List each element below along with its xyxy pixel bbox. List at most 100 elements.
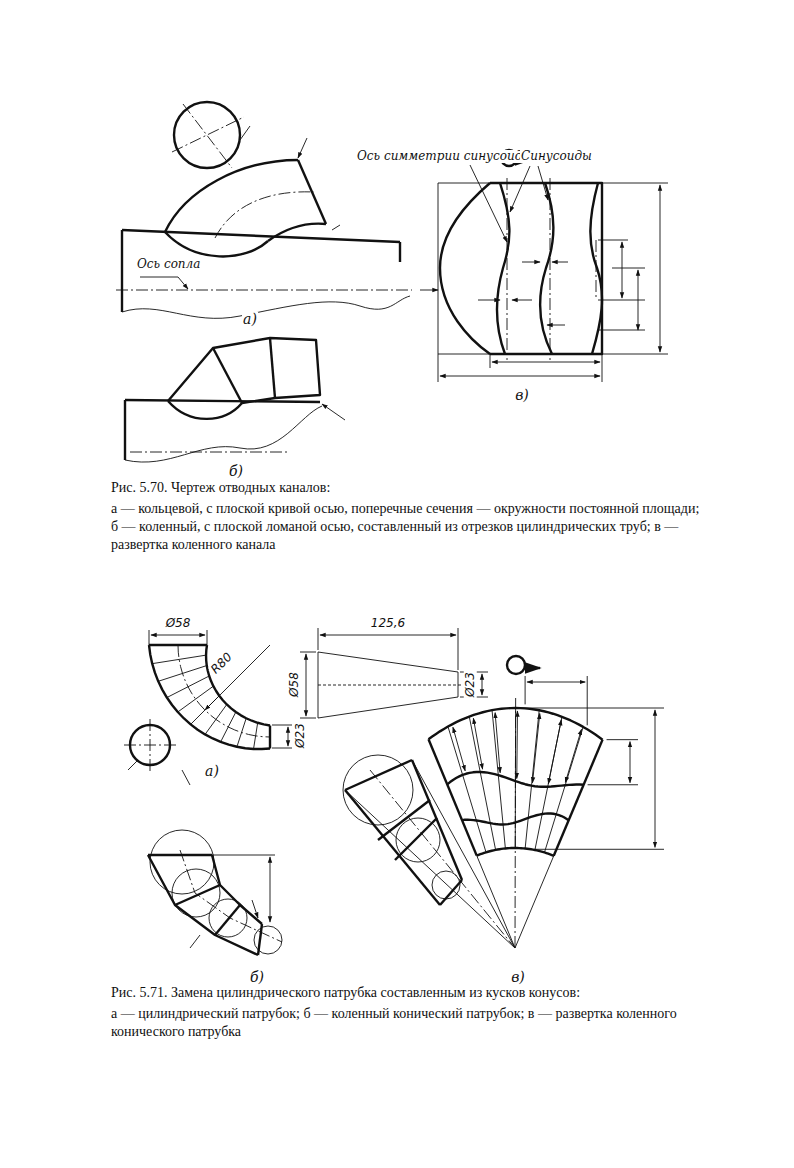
drawing-line — [124, 400, 126, 460]
drawing-line — [492, 362, 600, 363]
figure-letter: а) — [242, 312, 258, 327]
circle-outline — [174, 102, 240, 168]
drawing-line — [370, 770, 515, 948]
drawing-line — [212, 855, 262, 924]
dimension: 125,6 — [370, 617, 406, 630]
drawing-line — [180, 850, 282, 942]
drawing-line — [440, 376, 600, 377]
drawing-line — [322, 404, 345, 420]
drawing-line — [130, 452, 290, 453]
caption-text: а — кольцевой, с плоской кривой осью, по… — [110, 500, 702, 555]
drawing-line — [535, 849, 664, 850]
drawing-line — [548, 720, 561, 784]
drawing-line — [540, 183, 553, 354]
drawing-line — [438, 183, 439, 382]
figure-letter: б) — [249, 970, 265, 985]
drawing-line — [395, 818, 437, 860]
drawing-line — [298, 138, 307, 158]
drawing-line — [507, 178, 508, 360]
drawing-line — [440, 183, 490, 354]
drawing-line — [495, 713, 500, 773]
drawing-line — [152, 655, 206, 664]
drawing-line — [438, 354, 490, 355]
figure-letter: б) — [228, 464, 244, 479]
circle-outline — [396, 818, 440, 862]
drawing-line — [345, 790, 515, 948]
drawing-line — [306, 654, 307, 716]
drawing-line — [345, 760, 412, 790]
drawing-line — [206, 645, 270, 726]
drawing-line — [515, 698, 517, 948]
drawing-line — [473, 718, 482, 769]
drawing-line — [318, 685, 462, 686]
dimension: R80 — [208, 650, 235, 677]
drawing-line — [544, 727, 583, 853]
drawing-line — [252, 900, 258, 918]
drawing-line — [122, 230, 400, 242]
drawing-line — [300, 652, 316, 653]
drawing-line — [165, 160, 298, 232]
drawing-line — [512, 300, 532, 301]
channel-development — [420, 150, 668, 382]
drawing-line — [469, 717, 495, 850]
circle-outline — [172, 869, 220, 917]
drawing-line — [588, 784, 638, 785]
drawing-line — [598, 330, 645, 331]
part-label: Синусоиды — [520, 150, 593, 163]
drawing-line — [207, 630, 208, 645]
drawing-line — [598, 240, 628, 241]
drawing-line — [602, 183, 668, 184]
drawing-line — [538, 166, 548, 200]
caption-text: а — цилиндрический патрубок; б — коленны… — [110, 1005, 702, 1041]
drawing-line — [288, 727, 289, 746]
drawing-line — [150, 719, 151, 771]
drawing-line — [630, 742, 631, 783]
drawing-line — [535, 717, 562, 850]
drawing-line — [272, 748, 292, 749]
drawing-line — [660, 185, 661, 352]
drawing-line — [213, 348, 242, 403]
drawing-line — [149, 630, 150, 645]
elbow-channel — [125, 338, 345, 462]
drawing-line — [596, 240, 597, 300]
drawing-line — [547, 325, 565, 326]
drawing-line — [272, 725, 292, 726]
circle-outline — [507, 656, 525, 674]
drawing-line — [148, 854, 212, 856]
drawing-line — [237, 718, 246, 747]
drawing-line — [532, 713, 539, 782]
drawing-line — [440, 880, 462, 905]
circle-outline — [343, 755, 413, 825]
drawing-line — [438, 183, 490, 184]
drawing-line — [215, 192, 314, 238]
drawing-line — [183, 104, 232, 168]
drawing-line — [587, 676, 588, 725]
drawing-line — [300, 718, 316, 719]
drawing-line — [205, 704, 227, 734]
drawing-line — [655, 710, 656, 847]
drawing-line — [158, 666, 207, 682]
cone-development — [300, 628, 540, 718]
drawing-line — [215, 905, 240, 935]
drawing-line — [525, 676, 526, 704]
dimension: Ø23 — [463, 672, 476, 699]
conical-elbow — [148, 830, 282, 955]
drawing-line — [602, 354, 603, 382]
axis-label: Ось сопла — [136, 258, 201, 271]
drawing-line — [168, 401, 242, 419]
drawing-line — [182, 770, 190, 785]
drawing-line — [420, 290, 438, 291]
drawing-line — [190, 935, 200, 948]
axis-label: Ось симметрии синусоид — [356, 150, 523, 163]
drawing-line — [448, 727, 486, 853]
drawing-line — [477, 856, 515, 948]
drawing-line — [520, 708, 664, 709]
drawing-line — [270, 338, 275, 398]
drawing-line — [525, 667, 540, 669]
drawing-line — [345, 790, 440, 905]
drawing-line — [550, 178, 551, 360]
drawing-line — [151, 635, 205, 636]
drawing-line — [478, 300, 500, 301]
drawing-line — [221, 712, 236, 742]
drawing-line — [399, 242, 401, 262]
